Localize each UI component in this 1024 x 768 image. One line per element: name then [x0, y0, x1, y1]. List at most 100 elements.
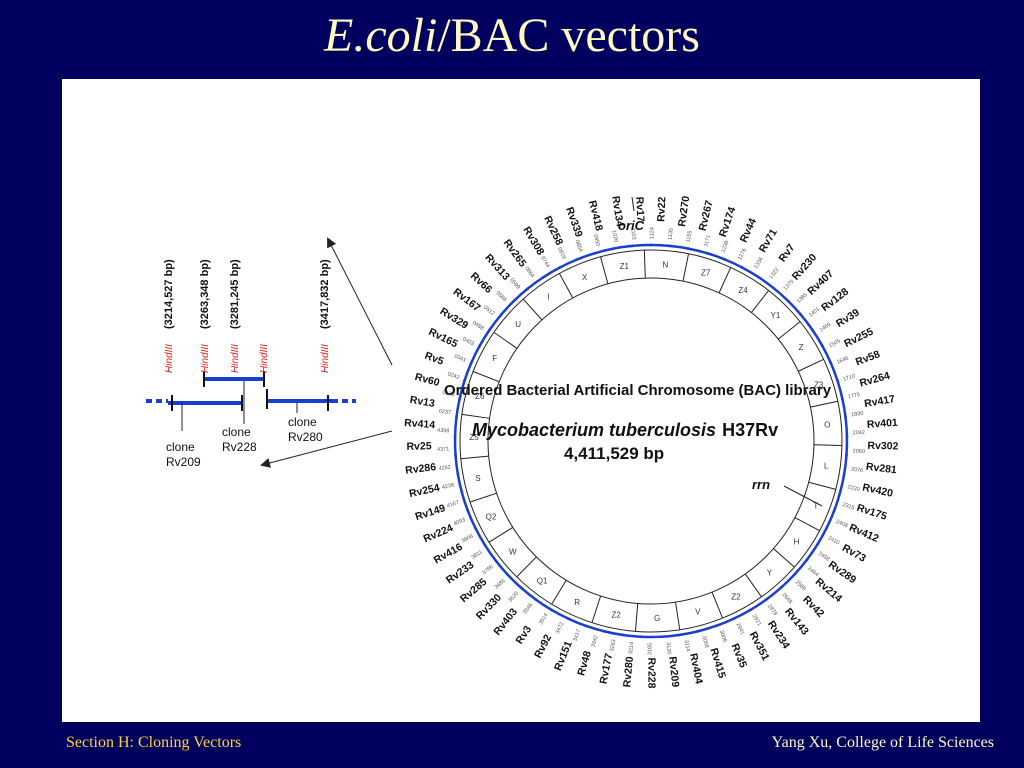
clone-arc	[835, 378, 844, 401]
clone-label: Rv149	[414, 502, 447, 523]
segment-label: T	[813, 501, 818, 510]
position-label: 1469	[819, 322, 833, 334]
clone-label: Rv264	[858, 370, 891, 390]
position-label: 4167	[446, 500, 459, 509]
clone-label: Rv330	[474, 592, 504, 623]
clone-label: Rv143	[782, 606, 811, 638]
segment-label: I	[548, 293, 550, 302]
segment-label: W	[509, 548, 517, 557]
position-label: 3165	[647, 643, 653, 655]
clone-arc	[455, 397, 462, 420]
position-label: 3263	[609, 639, 617, 652]
position-label: 0744	[539, 255, 550, 269]
clone-arc	[649, 243, 672, 248]
position-label: 3472	[555, 621, 566, 635]
clone-label: Rv60	[413, 371, 441, 389]
segment-label: V	[695, 608, 701, 617]
hindiii-position-label: (3281,245 bp)	[229, 259, 241, 329]
segment-label: H	[794, 538, 800, 547]
position-label: 0819	[556, 247, 567, 261]
segment-label: Y1	[771, 311, 781, 320]
clone-label: Rv267	[697, 199, 716, 232]
segment-label: L	[824, 462, 829, 471]
position-label: 1238	[720, 240, 730, 254]
position-label: 4093	[453, 517, 467, 527]
clone-label: Rv66	[468, 270, 495, 296]
position-label: 3120	[665, 642, 672, 655]
clone-label: Rv270	[676, 195, 692, 228]
clone-arc	[541, 265, 562, 279]
segment-label: S	[475, 474, 480, 483]
clone-arc	[714, 616, 736, 628]
segment-label: N	[663, 261, 669, 270]
position-label: 0341	[453, 354, 467, 364]
clone-arcs	[453, 243, 849, 639]
segment-divider	[643, 250, 646, 279]
segment-divider	[798, 358, 824, 372]
position-label: 1171	[703, 234, 712, 247]
position-label: 0599	[508, 277, 521, 290]
clone-arc	[792, 557, 809, 577]
clone-arc	[505, 572, 524, 590]
segment-label: R	[574, 598, 580, 607]
clone-label: Rv351	[747, 630, 772, 663]
segment-divider	[472, 371, 500, 383]
position-label: 3114	[683, 640, 691, 653]
position-label: 1135	[668, 228, 675, 240]
position-label: 1322	[768, 267, 780, 280]
clone-label: Rv39	[834, 306, 862, 330]
clone-label: Rv48	[575, 649, 594, 677]
segment-divider	[808, 481, 836, 490]
title-organism: E.coli	[324, 9, 438, 62]
position-label: 3056	[700, 635, 709, 648]
clone-arc	[549, 608, 571, 621]
clone-label: Rv302	[867, 440, 898, 453]
clone-arc	[840, 396, 847, 419]
segment-label: Z4	[738, 286, 748, 295]
clone-arc	[526, 275, 546, 291]
rrn-pointer	[783, 485, 823, 507]
clone-label: Rv265	[501, 237, 529, 269]
segment-label: Z2	[612, 611, 622, 620]
position-label: 2060	[852, 449, 865, 456]
segment-divider	[516, 556, 537, 578]
position-label: 2408	[835, 519, 849, 529]
position-label: 2410	[827, 535, 841, 546]
segment-divider	[634, 603, 639, 632]
oric-label: oriC	[618, 218, 645, 233]
position-label: 1155	[686, 230, 694, 243]
position-label: 2220	[847, 484, 860, 493]
segment-divider	[773, 548, 795, 568]
clone-arc	[696, 624, 718, 633]
clone-label: Rv73	[840, 542, 868, 565]
segment-divider	[794, 517, 820, 532]
clone-label: Rv174	[717, 205, 739, 238]
segment-divider	[682, 253, 690, 282]
clone-label: Rv313	[482, 252, 512, 283]
hindiii-position-label: (3417,832 bp)	[319, 259, 331, 329]
clone-label: Rv420	[861, 481, 894, 499]
segment-divider	[750, 290, 769, 313]
clone-label: Rv254	[408, 482, 441, 500]
position-label: 0664	[523, 266, 535, 279]
segment-divider	[461, 413, 490, 419]
position-label: 2042	[853, 430, 865, 436]
segment-divider	[551, 579, 567, 605]
clone-label: Rv5	[423, 350, 445, 368]
position-label: 2648	[780, 592, 793, 605]
segment-label: U	[515, 320, 521, 329]
position-label: 3811	[470, 549, 483, 560]
clone-label: Rv329	[438, 305, 471, 332]
segment-divider	[718, 267, 732, 294]
position-label: 2315	[842, 502, 856, 512]
position-label: 1385	[796, 292, 809, 305]
position-label: 2589	[794, 579, 807, 592]
position-label: 4398	[437, 428, 450, 435]
segment-divider	[488, 526, 514, 543]
clone-arc	[453, 434, 457, 457]
position-labels: 0237017502420341040304880512056605990664…	[437, 227, 865, 655]
clone-arc	[519, 585, 538, 602]
position-label: 2464	[806, 566, 819, 578]
